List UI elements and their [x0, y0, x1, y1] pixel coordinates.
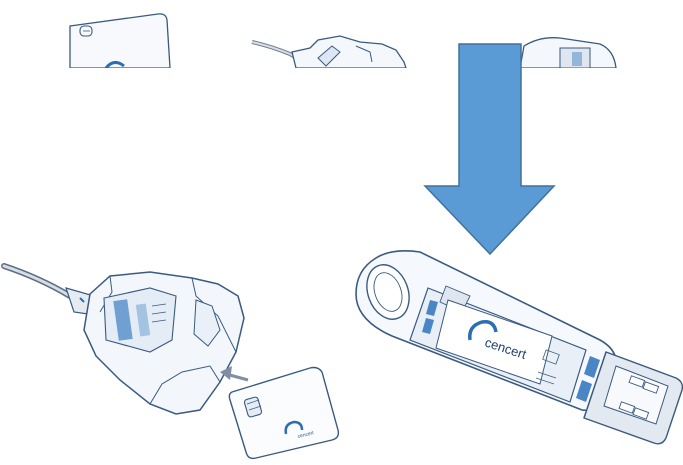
usb-token-illustration: cencert [356, 251, 682, 444]
down-arrow-icon [425, 44, 554, 254]
card-reader-illustration: cencert [4, 266, 338, 458]
top-card-fragment [70, 14, 170, 68]
top-reader-fragment [252, 36, 406, 68]
top-usb-fragment [520, 38, 616, 68]
